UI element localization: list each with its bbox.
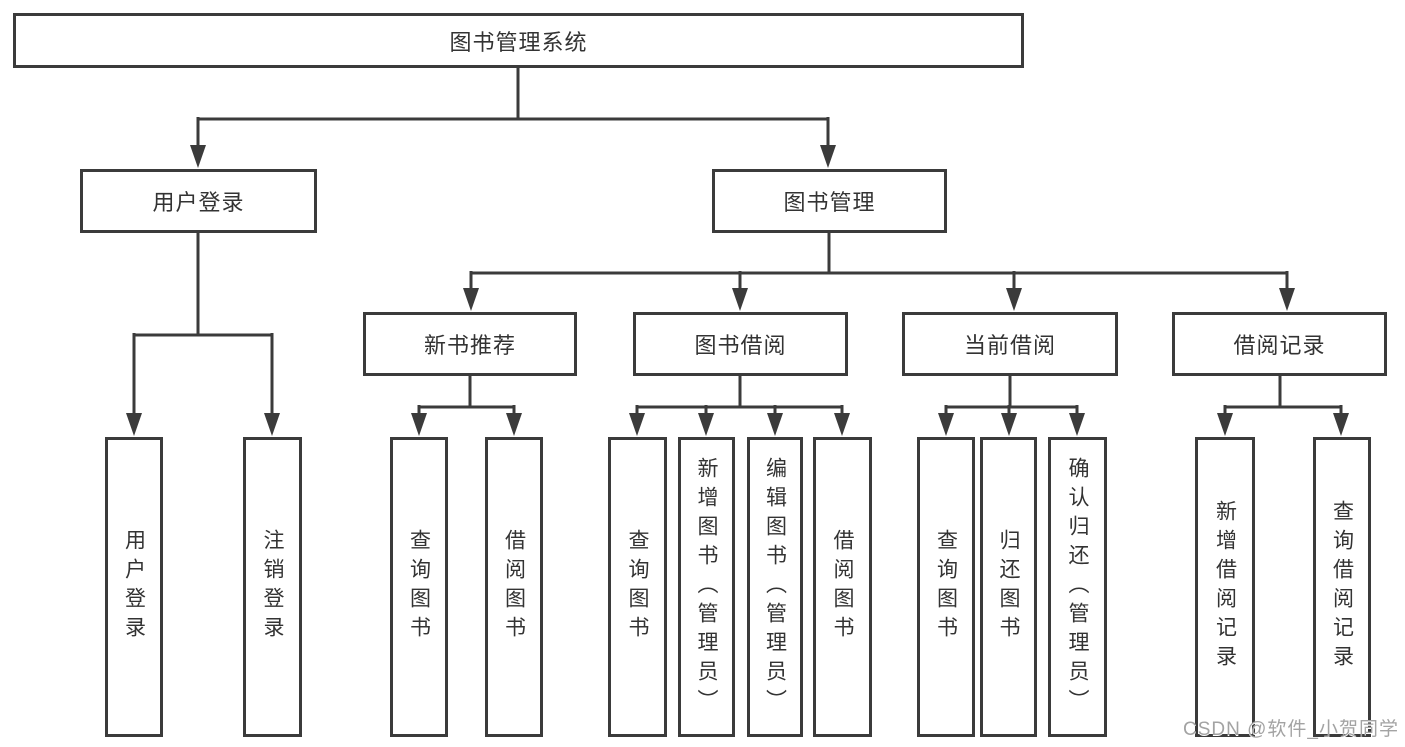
leaf-label: 确认归还（管理员） <box>1066 456 1089 718</box>
leaf-label: 查询图书 <box>626 529 649 645</box>
leaf-add-borrow-record: 新增借阅记录 <box>1195 437 1255 737</box>
node-new-book-recommend: 新书推荐 <box>363 312 577 376</box>
leaf-label: 借阅图书 <box>502 529 526 645</box>
leaf-label: 借阅图书 <box>831 529 854 645</box>
leaf-query-books-current: 查询图书 <box>917 437 975 737</box>
node-label: 图书借阅 <box>694 333 787 358</box>
leaf-add-books-admin: 新增图书（管理员） <box>678 437 735 737</box>
node-book-borrow: 图书借阅 <box>633 312 848 376</box>
leaf-label: 查询图书 <box>934 529 958 645</box>
leaf-label: 注销登录 <box>261 529 284 645</box>
node-label: 图书管理系统 <box>449 29 588 55</box>
leaf-edit-books-admin: 编辑图书（管理员） <box>747 437 803 737</box>
node-user-login-branch: 用户登录 <box>80 169 317 233</box>
leaf-label: 归还图书 <box>997 529 1020 645</box>
leaf-label: 查询借阅记录 <box>1330 500 1354 674</box>
node-borrow-record: 借阅记录 <box>1172 312 1387 376</box>
csdn-watermark: CSDN @软件_小贺同学 <box>1183 719 1399 740</box>
node-label: 借阅记录 <box>1233 333 1326 358</box>
leaf-confirm-return-admin: 确认归还（管理员） <box>1048 437 1107 737</box>
leaf-label: 查询图书 <box>407 529 431 645</box>
node-current-borrow: 当前借阅 <box>902 312 1118 376</box>
leaf-label: 编辑图书（管理员） <box>763 456 787 718</box>
leaf-query-books-recommend: 查询图书 <box>390 437 448 737</box>
leaf-borrow-books-recommend: 借阅图书 <box>485 437 543 737</box>
node-label: 当前借阅 <box>963 333 1056 358</box>
node-label: 用户登录 <box>152 190 245 215</box>
node-label: 图书管理 <box>783 190 876 215</box>
leaf-query-books-borrow: 查询图书 <box>608 437 667 737</box>
leaf-label: 新增借阅记录 <box>1213 500 1237 674</box>
leaf-logout: 注销登录 <box>243 437 302 737</box>
leaf-label: 用户登录 <box>122 529 146 645</box>
leaf-borrow-books: 借阅图书 <box>813 437 872 737</box>
leaf-user-login: 用户登录 <box>105 437 163 737</box>
leaf-query-borrow-record: 查询借阅记录 <box>1313 437 1371 737</box>
node-system-root: 图书管理系统 <box>13 13 1024 68</box>
leaf-return-books: 归还图书 <box>980 437 1037 737</box>
leaf-label: 新增图书（管理员） <box>695 456 718 718</box>
node-label: 新书推荐 <box>423 333 516 358</box>
node-book-management: 图书管理 <box>712 169 947 233</box>
